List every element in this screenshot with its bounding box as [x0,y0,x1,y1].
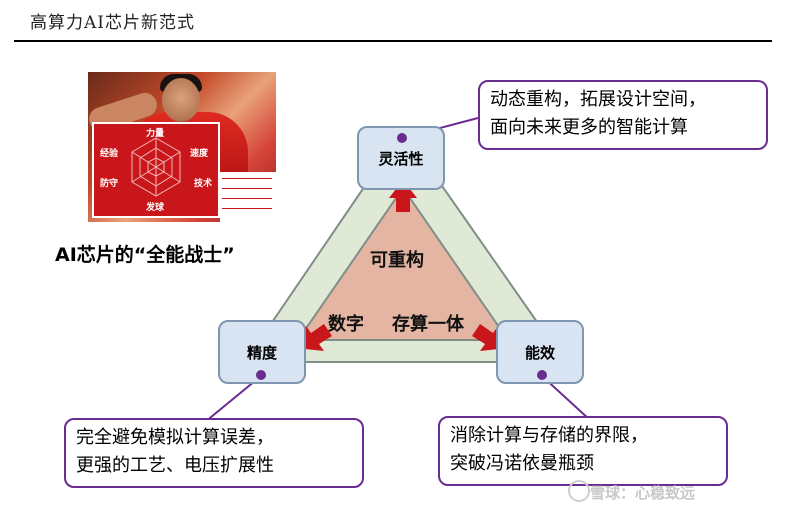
radar-label-right: 速度 [190,149,209,159]
callout-flexibility: 动态重构，拓展设计空间， 面向未来更多的智能计算 [478,80,768,150]
radar-chart-icon [131,137,181,197]
callout-precision: 完全避免模拟计算误差， 更强的工艺、电压扩展性 [64,418,364,488]
radar-label-mid-left: 防守 [100,179,119,189]
title-divider [14,40,772,42]
callout-precision-line1: 完全避免模拟计算误差， [76,427,274,448]
page-title: 高算力AI芯片新范式 [30,13,195,33]
radar-label-bottom: 发球 [146,203,165,213]
photo-stats-area [220,172,276,222]
ai-chip-caption: AI芯片的“全能战士” [55,244,235,266]
radar-label-top: 力量 [146,129,165,139]
dot-efficiency [537,370,547,380]
dot-flexibility [397,133,407,143]
photo-head [162,78,200,122]
callout-flexibility-line1: 动态重构，拓展设计空间， [490,89,706,110]
inner-center-triangle [296,186,510,341]
radar-panel: 力量 经验 速度 防守 技术 发球 [92,122,220,218]
label-reconfigurable: 可重构 [370,250,424,271]
watermark-logo-icon [568,480,590,502]
stat-line [222,208,272,209]
radar-label-left: 经验 [100,149,119,159]
label-digital: 数字 [328,314,364,335]
label-cim: 存算一体 [392,314,464,335]
callout-efficiency-line1: 消除计算与存储的界限， [450,425,648,446]
callout-efficiency-line2: 突破冯诺依曼瓶颈 [450,453,594,474]
stat-line [222,198,272,199]
dot-precision [256,370,266,380]
athlete-photo: 力量 经验 速度 防守 技术 发球 [88,72,276,222]
callout-flexibility-line2: 面向未来更多的智能计算 [490,117,688,138]
callout-precision-line2: 更强的工艺、电压扩展性 [76,455,274,476]
stat-line [222,178,272,179]
radar-label-mid-right: 技术 [194,179,213,189]
arrow-up-icon [389,180,417,212]
stat-line [222,188,272,189]
watermark-text: 雪球：心稳致远 [590,484,696,502]
callout-efficiency: 消除计算与存储的界限， 突破冯诺依曼瓶颈 [438,416,728,486]
